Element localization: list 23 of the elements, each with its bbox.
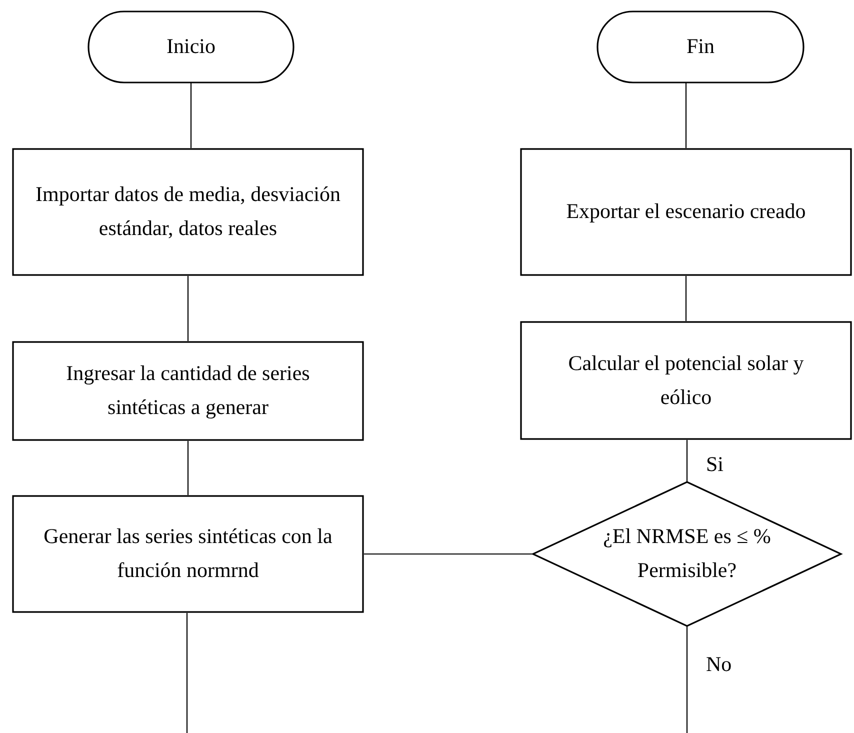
connector-line [190,83,192,148]
process-box [12,341,364,441]
node-text: Inicio [166,33,216,60]
node-text: ¿El NRMSE es ≤ % Permisible? [602,523,772,584]
connector-line [187,441,189,495]
process-box [520,148,852,276]
connector-line [186,613,188,733]
node-text: Ingresar la cantidad de series sintéticas a generar [65,360,311,421]
connector-line [686,440,688,482]
process-box [12,495,364,613]
process-box [520,321,852,440]
node-text: Calcular el potencial solar y eólico [567,350,805,410]
node-text: Generar las series sintéticas con la función normrnd [42,523,334,584]
node-text: Importar datos de media, desviación estándar, datos reales [34,181,342,242]
connector-line [685,276,687,321]
decision-diamond [533,482,841,626]
node-text: Fin [686,33,714,60]
connector-line [364,553,533,555]
connector-line [187,276,189,341]
connector-line [685,83,687,148]
connector-line [686,626,688,733]
node-text: Exportar el escenario creado [566,198,806,226]
process-box [12,148,364,276]
